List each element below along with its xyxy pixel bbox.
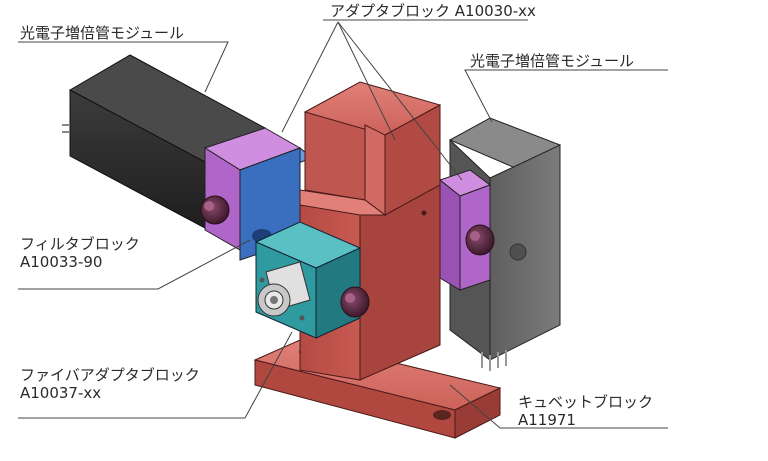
- fiber-adapter-block: [254, 221, 362, 339]
- label-filter-name: フィルタブロック: [20, 235, 140, 253]
- leader-adapter-mid: [337, 21, 396, 141]
- label-cuvette-code: A11971: [518, 411, 576, 429]
- knob-right: [465, 224, 495, 256]
- label-fiber-adapter-block: ファイバアダプタブロック A10037-xx: [20, 366, 200, 402]
- leader-adapter-right: [337, 21, 463, 181]
- label-fiber-name: ファイバアダプタブロック: [20, 366, 200, 384]
- label-cuvette-name: キュベットブロック: [518, 393, 654, 411]
- knob-left: [200, 195, 230, 225]
- knob-front: [340, 286, 370, 318]
- leader-adapter-left: [281, 21, 339, 133]
- label-cuvette-block: キュベットブロック A11971: [518, 393, 653, 429]
- leader-pmt-right: [464, 69, 668, 123]
- leader-lines: [18, 19, 668, 429]
- leader-pmt-left: [18, 41, 229, 93]
- label-filter-code: A10033-90: [20, 253, 103, 271]
- label-pmt-left: 光電子増倍管モジュール: [20, 24, 184, 42]
- leader-fiber: [18, 331, 293, 419]
- label-adapter-block: アダプタブロック A10030-xx: [330, 2, 536, 20]
- pmt-module-right: [448, 117, 562, 371]
- label-pmt-right: 光電子増倍管モジュール: [470, 52, 634, 70]
- leader-cuvette: [449, 384, 668, 429]
- label-filter-block: フィルタブロック A10033-90: [20, 235, 140, 271]
- label-fiber-code: A10037-xx: [20, 384, 102, 402]
- leader-filter: [18, 239, 251, 290]
